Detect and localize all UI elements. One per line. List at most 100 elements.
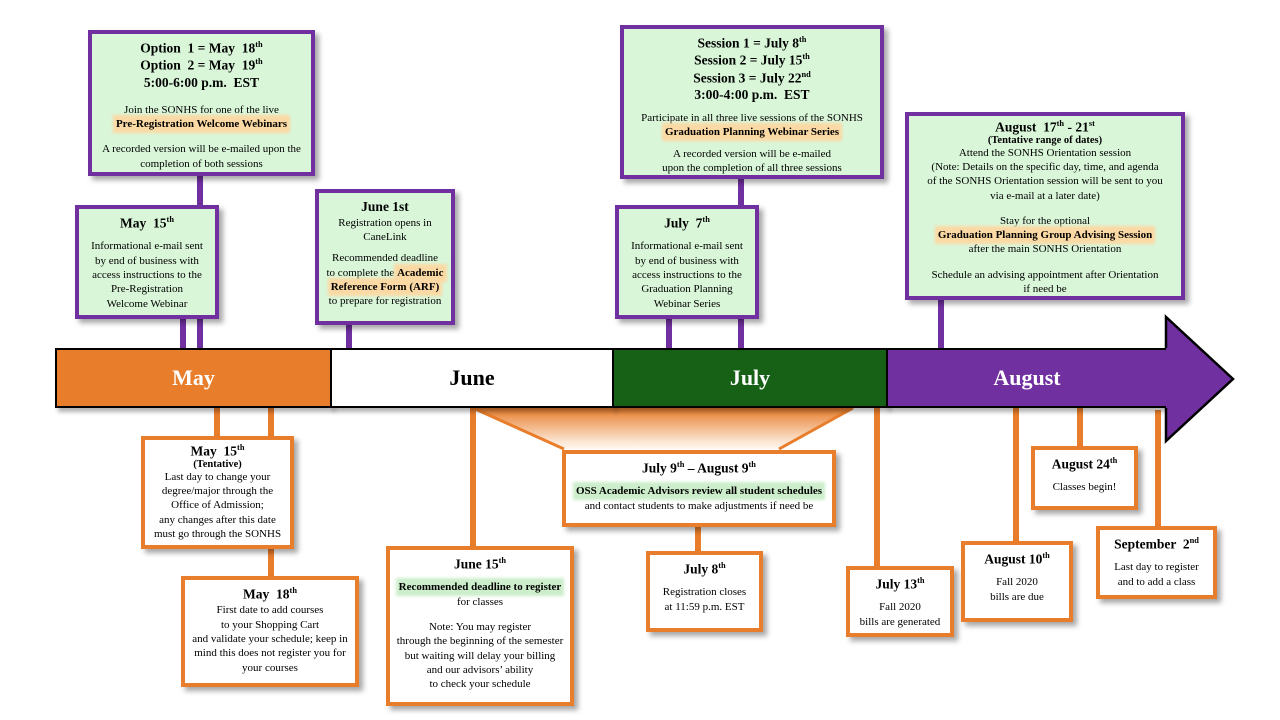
callout-line: upon the completion of all three session… (662, 161, 842, 174)
advisor-review-callout: July 9th – August 9th OSS Academic Advis… (562, 450, 836, 527)
callout-line: and validate your schedule; keep in (192, 632, 348, 645)
callout-line: Informational e-mail sent (631, 240, 743, 253)
callout-line: Participate in all three live sessions o… (641, 112, 863, 124)
highlight-text: OSS Academic Advisors review all student… (575, 485, 823, 498)
callout-line: via e-mail at a later date) (990, 189, 1100, 202)
highlight-text: Recommended deadline to register (398, 581, 562, 594)
callout-line: Attend the SONHS Orientation session (958, 146, 1132, 159)
callout-title: July 8th (683, 561, 726, 577)
callout-line: must go through the SONHS (153, 527, 282, 540)
callout-line: Pre-Registration (110, 283, 184, 296)
callout-line: Office of Admission; (171, 499, 264, 512)
may-15-tentative-callout: May 15th (Tentative) Last day to change … (141, 436, 294, 549)
month-label-july: July (729, 365, 771, 390)
callout-line: Fall 2020 (996, 576, 1038, 589)
callout-line: Stay for the optional (999, 214, 1091, 227)
callout-title: June 15th (453, 556, 507, 572)
callout-line: through the beginning of the semester (396, 635, 564, 648)
callout-line: by end of business with (635, 254, 739, 267)
callout-line: by end of business with (95, 254, 199, 267)
callout-line: Webinar Series (653, 297, 721, 310)
highlight-text: Graduation Planning Webinar Series (664, 126, 840, 139)
callout-title: August 17th - 21st (995, 119, 1095, 135)
callout-line: Registration opens in (338, 216, 432, 229)
month-label-may: May (172, 365, 215, 390)
callout-line: Join the SONHS for one of the live (124, 103, 279, 116)
callout-subtitle: (Tentative) (193, 458, 242, 470)
callout-title: July 13th (875, 576, 925, 592)
june-1-callout: June 1st Registration opens in CaneLink … (315, 189, 455, 325)
callout-line: Informational e-mail sent (91, 240, 203, 253)
month-segment-august: August (886, 348, 1166, 408)
callout-line: A recorded version will be e-mailed upon… (102, 143, 301, 156)
callout-line: CaneLink (363, 231, 407, 244)
july-8-callout: July 8th Registration closes at 11:59 p.… (646, 551, 763, 632)
callout-line: and to add a class (1117, 575, 1196, 588)
callout-title: May 18th (243, 586, 297, 602)
callout-line: Schedule an advising appointment after O… (931, 268, 1159, 281)
callout-line: mind this does not register you for (194, 647, 346, 660)
callout-title: July 7th (664, 215, 710, 231)
callout-line: completion of both sessions (140, 157, 263, 170)
callout-line: Last day to change your (164, 470, 271, 483)
callout-line: Classes begin! (1052, 481, 1117, 494)
callout-line: to your Shopping Cart (220, 618, 320, 631)
callout-line: access instructions to the (632, 268, 742, 281)
callout-line: Welcome Webinar (106, 297, 188, 310)
callout-title: Session 2 = July 15th (694, 52, 810, 68)
august-10-callout: August 10th Fall 2020 bills are due (961, 541, 1073, 622)
month-segment-may: May (55, 348, 332, 408)
june-15-callout: June 15th Recommended deadline to regist… (386, 546, 574, 706)
august-24-callout: August 24th Classes begin! (1031, 446, 1138, 510)
callout-line: if need be (1023, 283, 1067, 296)
highlight-text: Academic (397, 266, 444, 279)
callout-line: to prepare for registration (328, 295, 442, 308)
orientation-callout: August 17th - 21st (Tentative range of d… (905, 112, 1185, 300)
callout-title: June 1st (361, 199, 409, 214)
month-segment-june: June (330, 348, 614, 408)
callout-line: for classes (456, 595, 504, 608)
callout-line: A recorded version will be e-mailed (673, 147, 831, 160)
callout-line: of the SONHS Orientation session will be… (927, 175, 1163, 188)
callout-line: Graduation Planning (641, 283, 733, 296)
callout-line: Recommended deadline (332, 252, 438, 265)
july-13-callout: July 13th Fall 2020 bills are generated (846, 566, 954, 637)
callout-line: 5:00-6:00 p.m. EST (143, 74, 260, 90)
callout-title: Session 1 = July 8th (697, 35, 807, 51)
callout-line: Fall 2020 (879, 601, 921, 614)
callout-line: First date to add courses (216, 604, 324, 617)
callout-title: May 15th (190, 443, 245, 459)
highlight-text: Reference Form (ARF) (330, 281, 440, 294)
callout-line: at 11:59 p.m. EST (664, 600, 745, 613)
may-18-callout: May 18th First date to add courses to yo… (181, 576, 359, 687)
callout-title: September 2nd (1114, 536, 1199, 552)
callout-title: May 15th (120, 215, 174, 231)
highlight-text: Pre-Registration Welcome Webinars (115, 117, 288, 130)
callout-line: any changes after this date (159, 513, 276, 526)
callout-line: Registration closes (662, 586, 747, 599)
funnel-shape (472, 406, 854, 451)
callout-line: 3:00-4:00 p.m. EST (694, 87, 810, 103)
callout-title: August 10th (984, 551, 1050, 567)
september-2-callout: September 2nd Last day to register and t… (1096, 526, 1217, 599)
callout-title: Option 1 = May 18th (140, 40, 263, 56)
callout-line: degree/major through the (161, 484, 274, 497)
purple-connectors (180, 176, 944, 350)
callout-line: to check your schedule (429, 678, 531, 691)
month-label-august: August (993, 365, 1061, 390)
callout-line: bills are generated (859, 615, 941, 628)
month-segment-july: July (612, 348, 888, 408)
callout-line: (Note: Details on the specific day, time… (931, 160, 1159, 173)
callout-line: bills are due (990, 590, 1044, 603)
callout-line: Last day to register (1114, 561, 1199, 574)
callout-line: to complete the Academic (326, 266, 444, 279)
highlight-text: Graduation Planning Group Advising Sessi… (937, 229, 1153, 242)
webinar-options-callout: Option 1 = May 18th Option 2 = May 19th … (88, 30, 315, 176)
callout-title: Session 3 = July 22nd (693, 69, 811, 86)
may-15-email-callout: May 15th Informational e-mail sent by en… (75, 205, 219, 319)
callout-line: your courses (242, 661, 298, 674)
callout-line: after the main SONHS Orientation (968, 243, 1122, 256)
callout-title: Option 2 = May 19th (140, 57, 263, 73)
callout-title: August 24th (1051, 456, 1118, 472)
